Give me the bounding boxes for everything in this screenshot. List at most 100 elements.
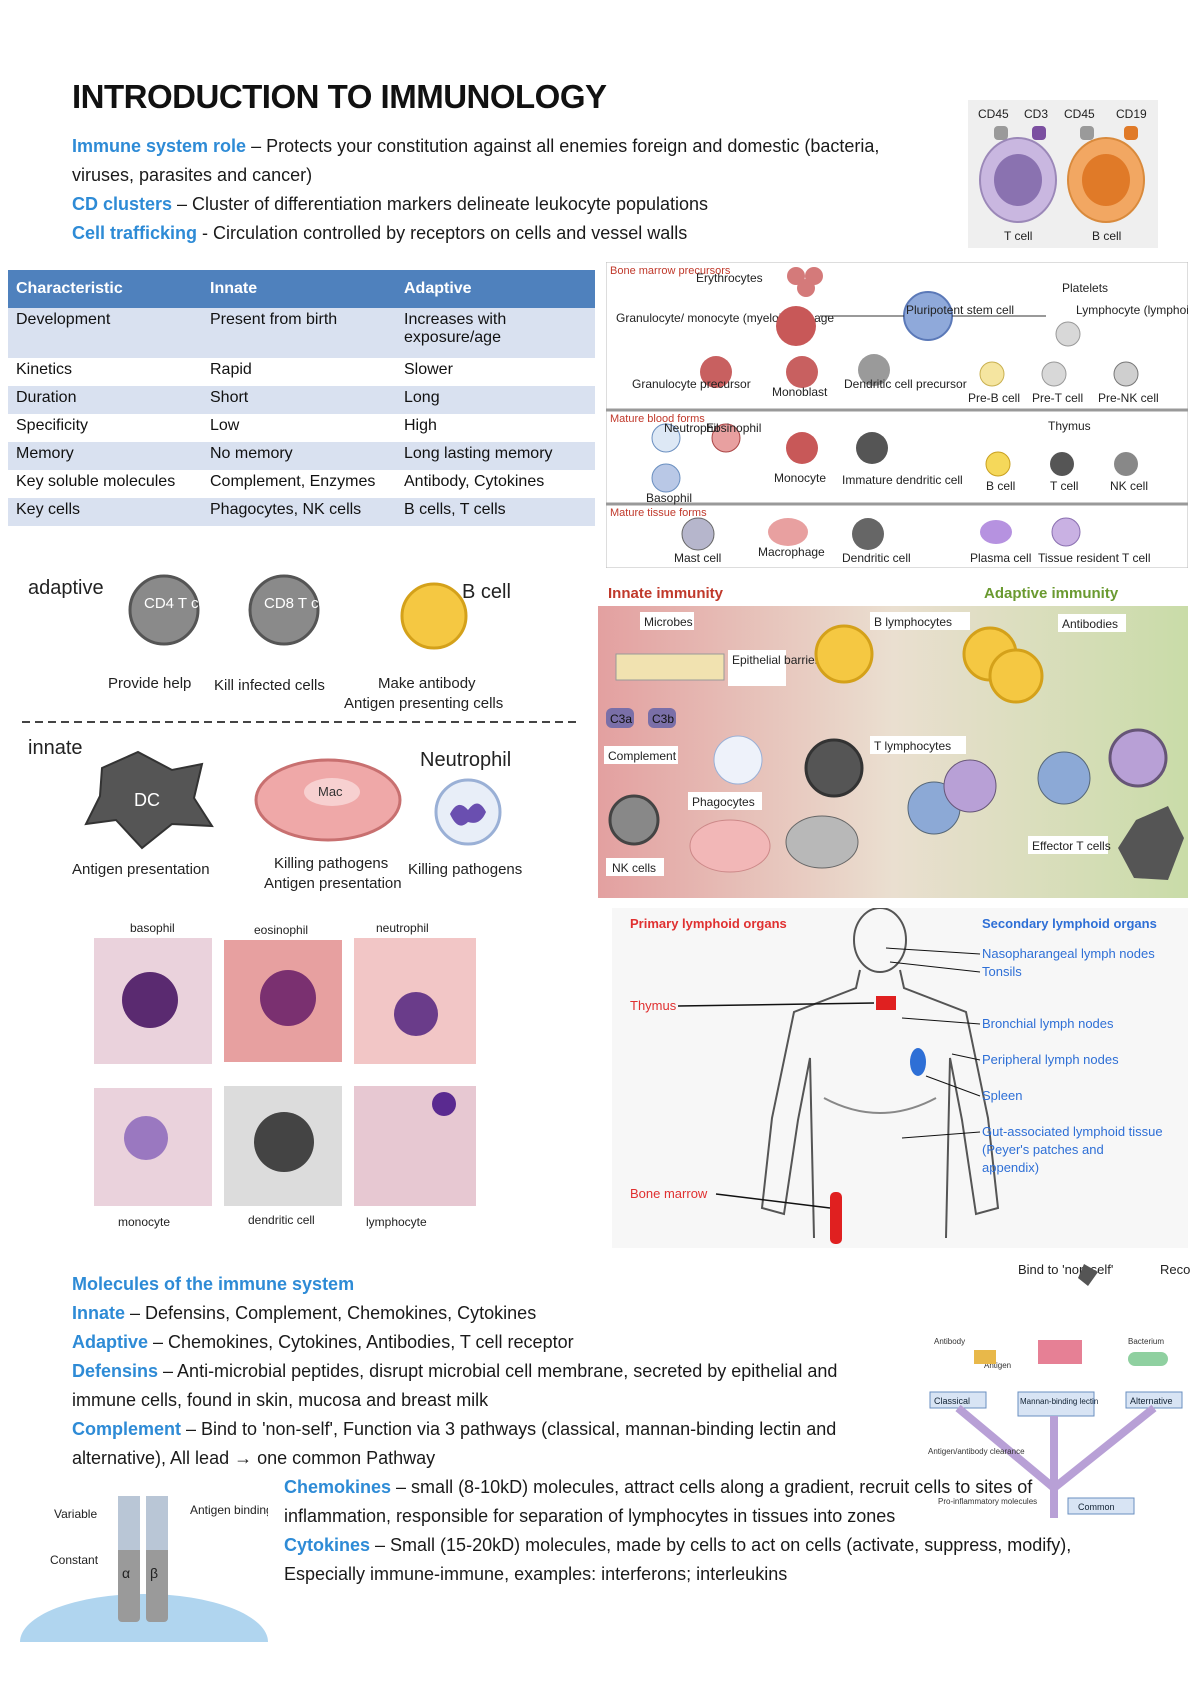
col-header-adaptive: Adaptive [396,270,595,308]
svg-text:lymphocyte: lymphocyte [366,1215,427,1229]
svg-text:Killing pathogens: Killing pathogens [408,861,522,878]
svg-text:Microbes: Microbes [644,615,693,629]
svg-text:Antigen presenting cells: Antigen presenting cells [344,695,503,712]
svg-text:Killing pathogens: Killing pathogens [274,855,388,872]
svg-text:Reco: Reco [1160,1262,1190,1277]
molecules-adaptive: Adaptive – Chemokines, Cytokines, Antibo… [72,1332,574,1352]
svg-text:neutrophil: neutrophil [376,921,429,935]
cd-label-3: CD45 [1064,107,1095,121]
cd-markers-figure: CD45 CD3 CD45 CD19 T cell B cell [968,100,1158,248]
cd-label-1: CD45 [978,107,1009,121]
hematopoiesis-diagram: Bone marrow precursors Mature blood form… [606,262,1188,568]
svg-text:Granulocyte precursor: Granulocyte precursor [632,377,751,391]
svg-text:B cell: B cell [986,479,1015,493]
svg-text:Bone marrow: Bone marrow [630,1186,708,1201]
svg-text:Adaptive immunity: Adaptive immunity [984,585,1119,602]
innate-label: innate [28,737,83,759]
svg-text:Dendritic cell: Dendritic cell [842,551,911,565]
svg-text:Complement: Complement [608,749,677,763]
svg-text:Constant: Constant [50,1553,99,1567]
svg-text:β: β [150,1565,158,1581]
bone-marrow-shape [830,1192,842,1244]
svg-text:Antigen presentation: Antigen presentation [72,861,210,878]
svg-text:Macrophage: Macrophage [758,545,825,559]
svg-text:Innate immunity: Innate immunity [608,585,724,602]
blood-smear-panel: basophil eosinophil neutrophil monocyte … [94,914,486,1232]
svg-text:Monocyte: Monocyte [774,471,826,485]
svg-text:Tissue resident T cell: Tissue resident T cell [1038,551,1151,565]
svg-text:dendritic cell: dendritic cell [248,1213,315,1227]
svg-text:basophil: basophil [130,921,175,935]
adaptive-innate-cells-diagram: adaptive CD4 T cell CD8 T cell B cell Pr… [22,574,577,892]
svg-text:Make antibody: Make antibody [378,675,476,692]
svg-text:Effector T cells: Effector T cells [1032,839,1111,853]
svg-text:C3a: C3a [610,712,632,726]
innate-adaptive-immunity-panel: Innate immunity Adaptive immunity Microb… [598,585,1188,898]
svg-text:Pluripotent stem cell: Pluripotent stem cell [906,303,1014,317]
svg-text:Tonsils: Tonsils [982,964,1022,979]
molecules-chemokines: Chemokines – small (8-10kD) molecules, a… [284,1477,1033,1526]
svg-text:Gut-associated lymphoid tissue: Gut-associated lymphoid tissue [982,1124,1163,1139]
t-cell-receptor-figure: Variable Antigen binding Constant α β [20,1496,268,1642]
svg-text:C3b: C3b [652,712,674,726]
svg-text:Bronchial lymph nodes: Bronchial lymph nodes [982,1016,1114,1031]
cd8-label: CD8 T cell [264,595,333,612]
innate-vs-adaptive-table: Characteristic Innate Adaptive Developme… [8,270,595,526]
svg-text:Kill infected cells: Kill infected cells [214,677,325,694]
cd-label-2: CD3 [1024,107,1048,121]
svg-text:Peripheral lymph nodes: Peripheral lymph nodes [982,1052,1119,1067]
svg-text:Pre-B cell: Pre-B cell [968,391,1020,405]
molecules-defensins: Defensins – Anti-microbial peptides, dis… [72,1361,838,1410]
svg-text:Plasma cell: Plasma cell [970,551,1031,565]
cd4-label: CD4 T cell [144,595,213,612]
section-mature-blood: Mature blood forms [610,413,705,425]
svg-text:T cell: T cell [1050,479,1078,493]
molecules-cytokines: Cytokines – Small (15-20kD) molecules, m… [284,1535,1072,1584]
t-cell-label: T cell [1004,229,1032,243]
svg-text:Variable: Variable [54,1507,97,1521]
section-mature-tissue: Mature tissue forms [610,507,707,519]
svg-text:Platelets: Platelets [1062,281,1108,295]
svg-text:Antigen presentation: Antigen presentation [264,875,402,892]
svg-text:Neutrophil: Neutrophil [420,749,511,771]
svg-text:Pro-inflammatory molecules: Pro-inflammatory molecules [938,1497,1037,1506]
svg-text:Antibodies: Antibodies [1062,617,1118,631]
svg-text:Nasopharangeal lymph nodes: Nasopharangeal lymph nodes [982,946,1155,961]
molecules-innate: Innate – Defensins, Complement, Chemokin… [72,1303,537,1323]
svg-text:DC: DC [134,790,160,810]
svg-text:Antigen/antibody clearance: Antigen/antibody clearance [928,1447,1025,1456]
svg-text:Mast cell: Mast cell [674,551,721,565]
molecules-section-2: Chemokines – small (8-10kD) molecules, a… [284,1473,1094,1589]
svg-text:Bacterium: Bacterium [1128,1337,1164,1346]
col-header-innate: Innate [202,270,396,308]
intro-cd-clusters: CD clusters – Cluster of differentiation… [72,194,709,214]
svg-text:eosinophil: eosinophil [254,923,308,937]
svg-text:appendix): appendix) [982,1160,1039,1175]
svg-text:Eosinophil: Eosinophil [706,421,761,435]
dc-shape [84,750,214,850]
svg-text:Neutrophil: Neutrophil [664,421,719,435]
svg-text:Secondary lymphoid organs: Secondary lymphoid organs [982,916,1157,931]
col-header-characteristic: Characteristic [8,270,202,308]
b-cell-label: B cell [1092,229,1121,243]
svg-text:Erythrocytes: Erythrocytes [696,271,763,285]
thymus-shape [876,996,896,1010]
intro-section: Immune system role – Protects your const… [72,132,902,248]
molecules-complement: Complement – Bind to 'non-self', Functio… [72,1419,837,1468]
b-cell-label-diagram: B cell [462,581,511,603]
svg-text:Lymphocyte (lymphoid) precurso: Lymphocyte (lymphoid) precursor [1076,303,1188,317]
complement-pathways-figure: Bind to 'non-self' Reco Antibody Antigen… [928,1262,1190,1518]
svg-text:NK cell: NK cell [1110,479,1148,493]
spleen-shape [910,1048,926,1076]
svg-text:T lymphocytes: T lymphocytes [874,739,951,753]
svg-text:Mannan-binding lectin: Mannan-binding lectin [1020,1397,1098,1406]
intro-immune-role: Immune system role – Protects your const… [72,136,880,185]
svg-text:Antigen binding: Antigen binding [190,1503,268,1517]
svg-text:Pre-NK cell: Pre-NK cell [1098,391,1159,405]
